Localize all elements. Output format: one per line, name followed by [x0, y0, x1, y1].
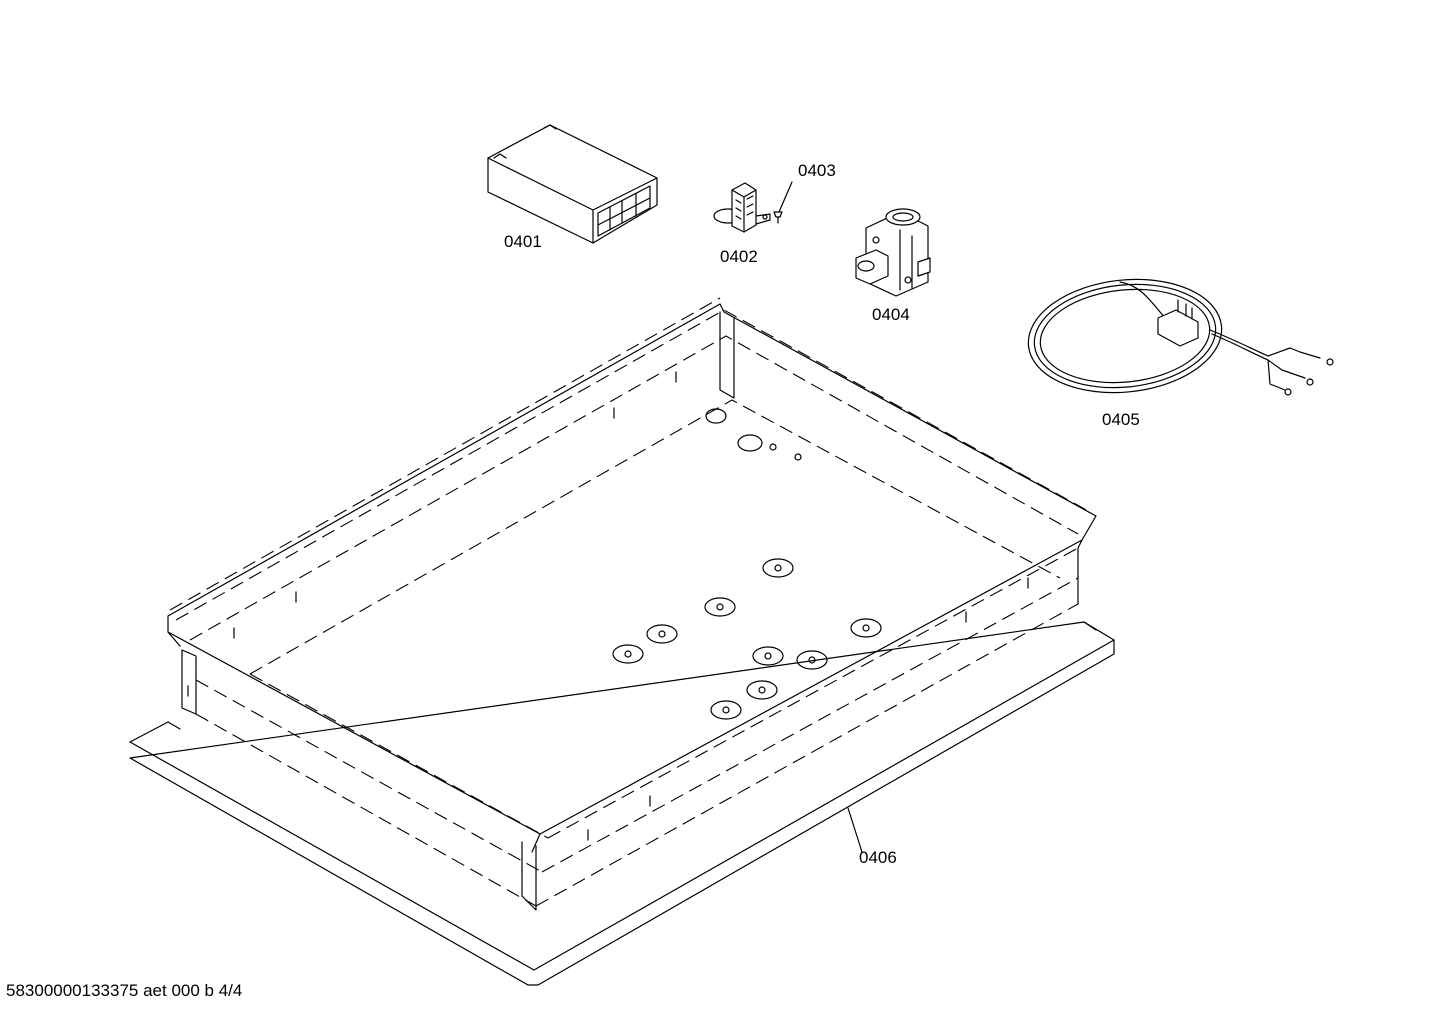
part-0406-frame-seal[interactable]: [129, 621, 1115, 986]
part-0403-screw[interactable]: [773, 181, 793, 224]
part-label-0405: 0405: [1102, 410, 1140, 429]
part-0402-terminal-block[interactable]: [713, 182, 771, 233]
part-label-0401: 0401: [504, 232, 542, 251]
part-0405-power-cord[interactable]: [1023, 270, 1334, 402]
part-0401-relay-box[interactable]: [487, 124, 658, 244]
part-label-0404: 0404: [872, 305, 910, 324]
part-0404-gas-regulator[interactable]: [855, 208, 931, 297]
burner-holes: [612, 558, 882, 720]
hob-body-outline: [167, 297, 1097, 911]
part-label-0403: 0403: [798, 161, 836, 180]
part-label-0406: 0406: [859, 848, 897, 867]
part-label-0402: 0402: [720, 247, 758, 266]
document-id: 58300000133375 aet 000 b 4/4: [6, 981, 243, 1000]
